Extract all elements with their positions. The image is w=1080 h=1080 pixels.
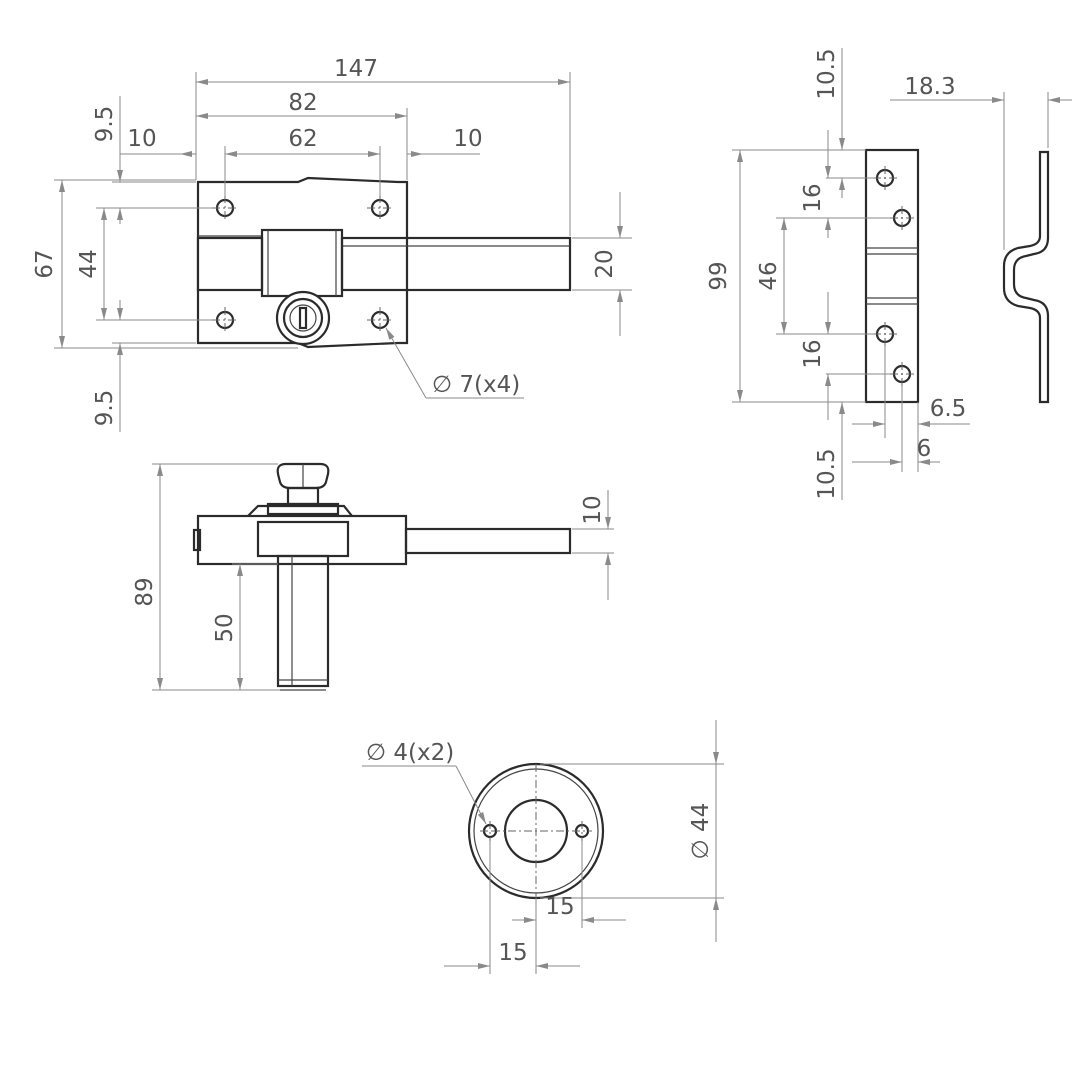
keeper-hole: [873, 166, 897, 190]
front-view: 147 82 10 62 10 67: [32, 56, 632, 432]
keeper-profile-view: 18.3: [890, 74, 1072, 404]
svg-text:99: 99: [706, 261, 732, 290]
svg-text:16: 16: [800, 339, 826, 368]
dimension-44: 44: [76, 207, 212, 321]
svg-text:20: 20: [592, 249, 618, 278]
dimension-hole-spacing: 10 62 10: [120, 126, 483, 196]
dimension-50: 50: [212, 563, 278, 690]
svg-text:16: 16: [800, 183, 826, 212]
svg-text:9.5: 9.5: [92, 106, 118, 143]
svg-text:15: 15: [545, 894, 574, 920]
key-cylinder: [275, 290, 331, 346]
side-view: 89 50 10: [132, 462, 614, 691]
keeper-hole: [873, 322, 897, 346]
svg-text:89: 89: [132, 577, 158, 606]
rosette-screw-hole: [480, 821, 500, 841]
dimension-10-bolt: 10: [572, 490, 614, 600]
mounting-hole: [212, 307, 238, 333]
mounting-hole: [367, 195, 393, 221]
svg-text:10: 10: [453, 126, 482, 152]
keeper-plate-view: 10.5 99 46 16 16: [706, 48, 970, 500]
svg-text:∅ 4(x2): ∅ 4(x2): [366, 740, 454, 766]
keeper-profile: [1002, 150, 1050, 404]
dimension-20: 20: [572, 192, 632, 336]
dimension-keeper-10-5-bottom: 10.5: [814, 402, 845, 500]
cylinder-side: [276, 554, 330, 688]
svg-text:∅ 44: ∅ 44: [688, 803, 714, 860]
rosette-view: ∅ 44 15 15 ∅ 4(x2): [362, 720, 724, 974]
lock-body-plate: [196, 176, 409, 349]
mounting-hole: [367, 307, 393, 333]
svg-text:50: 50: [212, 613, 238, 642]
svg-text:67: 67: [32, 249, 58, 278]
dimension-16-top: 16: [800, 130, 831, 238]
keeper-plate: [864, 148, 920, 404]
svg-text:6.5: 6.5: [930, 396, 967, 422]
svg-text:62: 62: [288, 126, 317, 152]
dimension-82: 82: [196, 90, 408, 180]
bolt-side: [404, 527, 572, 555]
bolt-housing: [196, 236, 264, 292]
dimension-15-lower: 15: [444, 841, 580, 974]
svg-text:10: 10: [127, 126, 156, 152]
dimension-147: 147: [195, 56, 571, 236]
dimension-9-5-top: 9.5: [92, 96, 196, 224]
dimension-diameter-44: ∅ 44: [540, 720, 724, 942]
dimension-67: 67: [32, 179, 298, 349]
rosette-hole-callout: ∅ 4(x2): [362, 740, 487, 825]
svg-text:10.5: 10.5: [814, 48, 840, 99]
svg-text:15: 15: [498, 940, 527, 966]
dimension-6-5: 6.5: [852, 346, 970, 438]
svg-text:10: 10: [580, 495, 606, 524]
keeper-hole: [890, 362, 914, 386]
svg-text:9.5: 9.5: [92, 390, 118, 427]
dimension-89: 89: [132, 463, 280, 691]
dimension-46: 46: [756, 217, 890, 335]
dimension-6: 6: [852, 386, 940, 472]
hole-callout: ∅ 7(x4): [385, 327, 524, 399]
svg-text:44: 44: [76, 249, 102, 278]
dimension-keeper-10-5-top: 10.5: [814, 48, 874, 198]
dimension-16-bottom: 16: [800, 292, 890, 420]
thumb-knob: [276, 462, 330, 506]
svg-text:147: 147: [334, 56, 378, 82]
mounting-hole: [212, 195, 238, 221]
dimension-9-5-bottom: 9.5: [92, 300, 196, 432]
keeper-hole: [890, 206, 914, 230]
svg-text:10.5: 10.5: [814, 448, 840, 499]
svg-text:18.3: 18.3: [904, 74, 955, 100]
svg-text:82: 82: [288, 90, 317, 116]
dimension-15-upper: 15: [512, 841, 626, 928]
rosette-screw-hole: [572, 821, 592, 841]
svg-text:6: 6: [917, 436, 932, 462]
svg-text:46: 46: [756, 261, 782, 290]
dimension-99: 99: [706, 149, 866, 403]
dimension-18-3: 18.3: [890, 74, 1072, 250]
svg-text:∅ 7(x4): ∅ 7(x4): [432, 372, 520, 398]
